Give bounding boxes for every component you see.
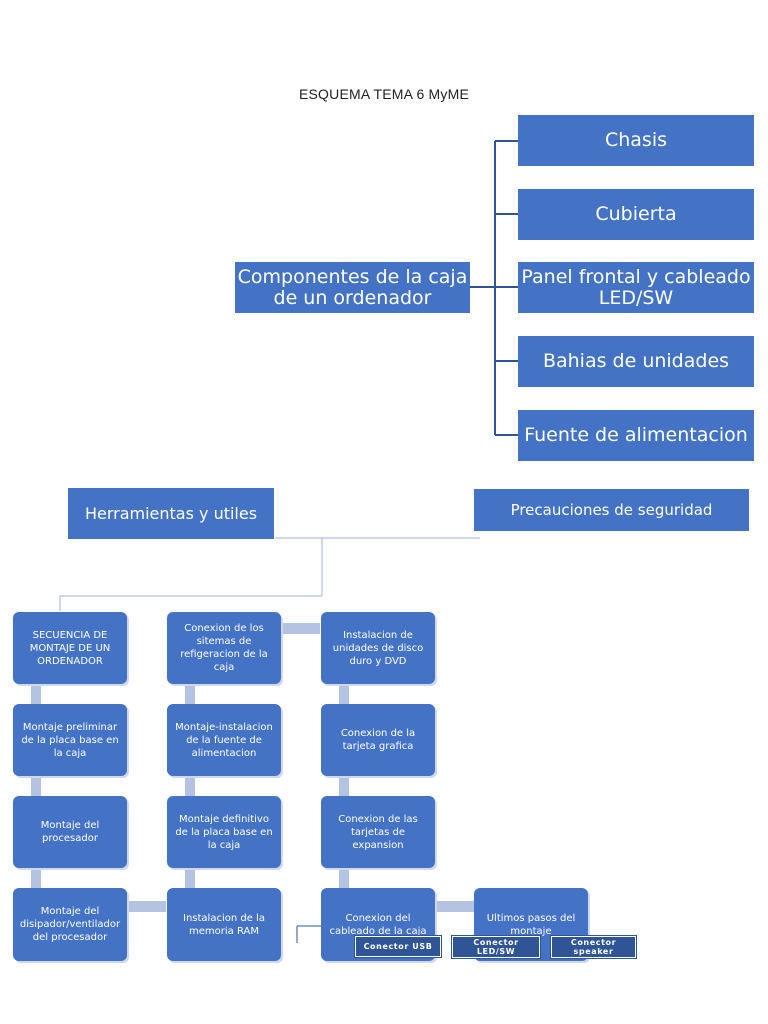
step-box-c2-2: Montaje-instalacion de la fuente de alim…	[167, 704, 281, 776]
child-label: Bahias de unidades	[542, 350, 730, 372]
step-box-c2-3: Montaje definitivo de la placa base en l…	[167, 796, 281, 868]
tools-box: Herramientas y utiles	[68, 488, 274, 539]
v-connector	[31, 776, 41, 796]
v-connector	[31, 868, 41, 888]
step-box-c3-1: Instalacion de unidades de disco duro y …	[321, 612, 435, 684]
h-connector	[435, 901, 474, 912]
h-connector	[281, 623, 320, 634]
connector-tag-usb: Conector USB	[354, 935, 442, 958]
child-box-panel-frontal: Panel frontal y cableado LED/SW	[518, 262, 754, 313]
step-label: Conexion de la tarjeta grafica	[340, 728, 416, 752]
step-label: Montaje preliminar de la placa base en l…	[21, 721, 119, 759]
connector-label: Conector USB	[363, 942, 433, 951]
v-connector	[339, 868, 349, 888]
step-box-c1-2: Montaje preliminar de la placa base en l…	[13, 704, 127, 776]
root-label: Componentes de la caja de un ordenador	[237, 265, 468, 309]
root-box: Componentes de la caja de un ordenador	[235, 262, 470, 313]
child-box-chasis: Chasis	[518, 115, 754, 166]
step-label: Ultimos pasos del montaje	[486, 913, 576, 937]
v-connector	[185, 776, 195, 796]
step-label: SECUENCIA DE MONTAJE DE UN ORDENADOR	[29, 629, 111, 667]
child-label: Fuente de alimentacion	[524, 424, 748, 446]
page-title: ESQUEMA TEMA 6 MyME	[298, 86, 470, 102]
step-label: Conexion de las tarjetas de expansion	[338, 813, 418, 851]
step-box-c3-2: Conexion de la tarjeta grafica	[321, 704, 435, 776]
step-box-c1-3: Montaje del procesador	[13, 796, 127, 868]
step-label: Montaje-instalacion de la fuente de alim…	[175, 721, 273, 759]
child-label: Panel frontal y cableado LED/SW	[521, 265, 751, 309]
step-label: Montaje del procesador	[40, 820, 100, 844]
step-label: Instalacion de la memoria RAM	[183, 912, 265, 937]
step-label: Montaje del disipador/ventilador del pro…	[19, 906, 121, 943]
connector-tag-speaker: Conector speaker	[550, 935, 637, 959]
v-connector	[185, 684, 195, 704]
child-box-cubierta: Cubierta	[518, 189, 754, 240]
child-box-fuente: Fuente de alimentacion	[518, 410, 754, 461]
v-connector	[339, 776, 349, 796]
v-connector	[31, 684, 41, 704]
step-label: Instalacion de unidades de disco duro y …	[332, 629, 424, 667]
h-connector	[127, 901, 166, 912]
tools-label: Herramientas y utiles	[84, 503, 258, 523]
step-box-c1-1: SECUENCIA DE MONTAJE DE UN ORDENADOR	[13, 612, 127, 684]
v-connector	[339, 684, 349, 704]
step-label: Montaje definitivo de la placa base en l…	[175, 813, 273, 851]
step-box-c1-4: Montaje del disipador/ventilador del pro…	[13, 888, 127, 961]
child-label: Cubierta	[595, 203, 677, 225]
child-label: Chasis	[604, 129, 668, 151]
step-box-c2-4: Instalacion de la memoria RAM	[167, 888, 281, 961]
connector-tag-led-sw: Conector LED/SW	[451, 935, 541, 959]
step-label: Conexion del cableado de la caja	[329, 913, 427, 937]
v-connector	[185, 868, 195, 888]
step-label: Conexion de los sitemas de refigeracion …	[180, 623, 268, 673]
connector-label: Conector speaker	[570, 938, 617, 956]
step-box-c3-3: Conexion de las tarjetas de expansion	[321, 796, 435, 868]
step-box-c2-1: Conexion de los sitemas de refigeracion …	[167, 612, 281, 684]
safety-label: Precauciones de seguridad	[510, 500, 713, 519]
connector-label: Conector LED/SW	[473, 938, 519, 956]
child-box-bahias: Bahias de unidades	[518, 336, 754, 387]
safety-box: Precauciones de seguridad	[474, 489, 749, 531]
